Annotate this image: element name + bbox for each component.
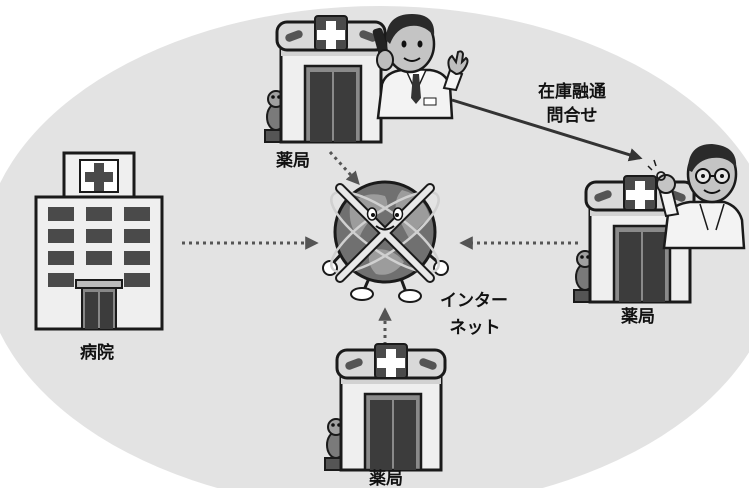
internet-label-line1: インター bbox=[440, 291, 508, 311]
inquiry-arrow bbox=[451, 98, 643, 162]
pharmacist-glasses-icon bbox=[647, 144, 746, 250]
inquiry-label-line2: 問合せ bbox=[547, 105, 598, 126]
pharmacy-top-label: 薬局 bbox=[276, 151, 310, 171]
internet-label-line2: ネット bbox=[450, 318, 501, 338]
inquiry-label-line1: 在庫融通 bbox=[538, 81, 606, 102]
pharmacy-right-label: 薬局 bbox=[621, 307, 655, 327]
pharmacy-building-icon bbox=[323, 342, 447, 472]
pharmacy-bottom-label: 薬局 bbox=[369, 469, 403, 488]
pharmacist-phone-icon bbox=[372, 14, 469, 120]
hospital-building-icon bbox=[34, 151, 164, 331]
pharmacy-building-icon bbox=[263, 14, 387, 144]
internet-globe-icon bbox=[322, 180, 449, 303]
hospital-label: 病院 bbox=[80, 342, 114, 363]
